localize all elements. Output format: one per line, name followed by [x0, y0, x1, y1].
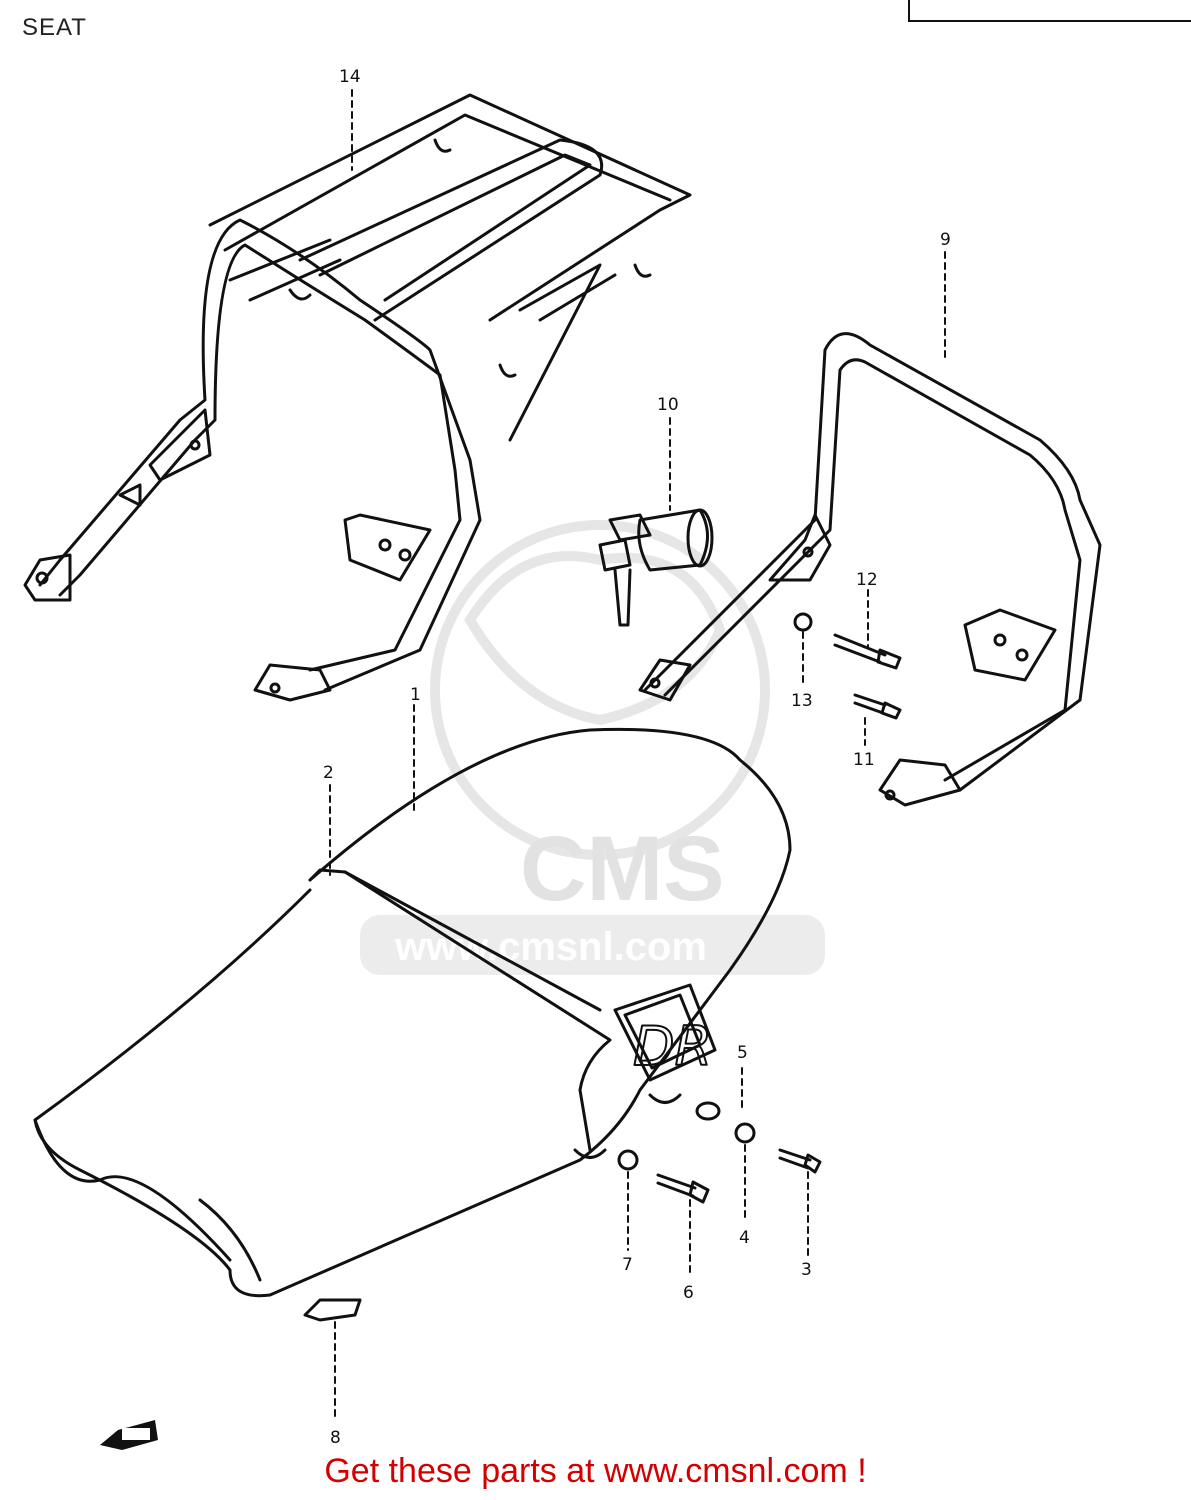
callout-13: 13	[791, 691, 813, 711]
callout-14: 14	[339, 67, 361, 87]
callout-7: 7	[622, 1255, 633, 1275]
watermark-logo: CMS	[520, 818, 724, 920]
cmsnl-watermark: CMS www.cmsnl.com	[360, 520, 825, 975]
watermark-url: www.cmsnl.com	[394, 925, 707, 969]
leader-lines	[329, 89, 946, 1421]
callout-4: 4	[739, 1228, 750, 1248]
callout-12: 12	[856, 570, 878, 590]
fwd-arrow-icon	[100, 1420, 158, 1450]
rear-carrier	[23, 93, 692, 702]
callout-5: 5	[737, 1043, 748, 1063]
seat-emblem: DR	[633, 1015, 712, 1078]
hardware	[303, 612, 902, 1322]
callout-8: 8	[330, 1428, 341, 1448]
header-frame	[908, 0, 1191, 22]
callout-1: 1	[410, 685, 421, 705]
callout-11: 11	[853, 750, 875, 770]
callout-6: 6	[683, 1283, 694, 1303]
seat-assembly	[33, 727, 792, 1298]
seat-lock-with-key	[598, 508, 714, 627]
callout-10: 10	[657, 395, 679, 415]
callout-2: 2	[323, 763, 334, 783]
callout-9: 9	[940, 230, 951, 250]
footer-cta[interactable]: Get these parts at www.cmsnl.com !	[324, 1452, 867, 1490]
callout-3: 3	[801, 1260, 812, 1280]
callout-numbers: 14 9 10 1 2 12 13 11 5 4 3 6 7 8	[323, 67, 951, 1448]
grab-bar	[638, 332, 1102, 807]
page-title: SEAT	[22, 14, 87, 41]
